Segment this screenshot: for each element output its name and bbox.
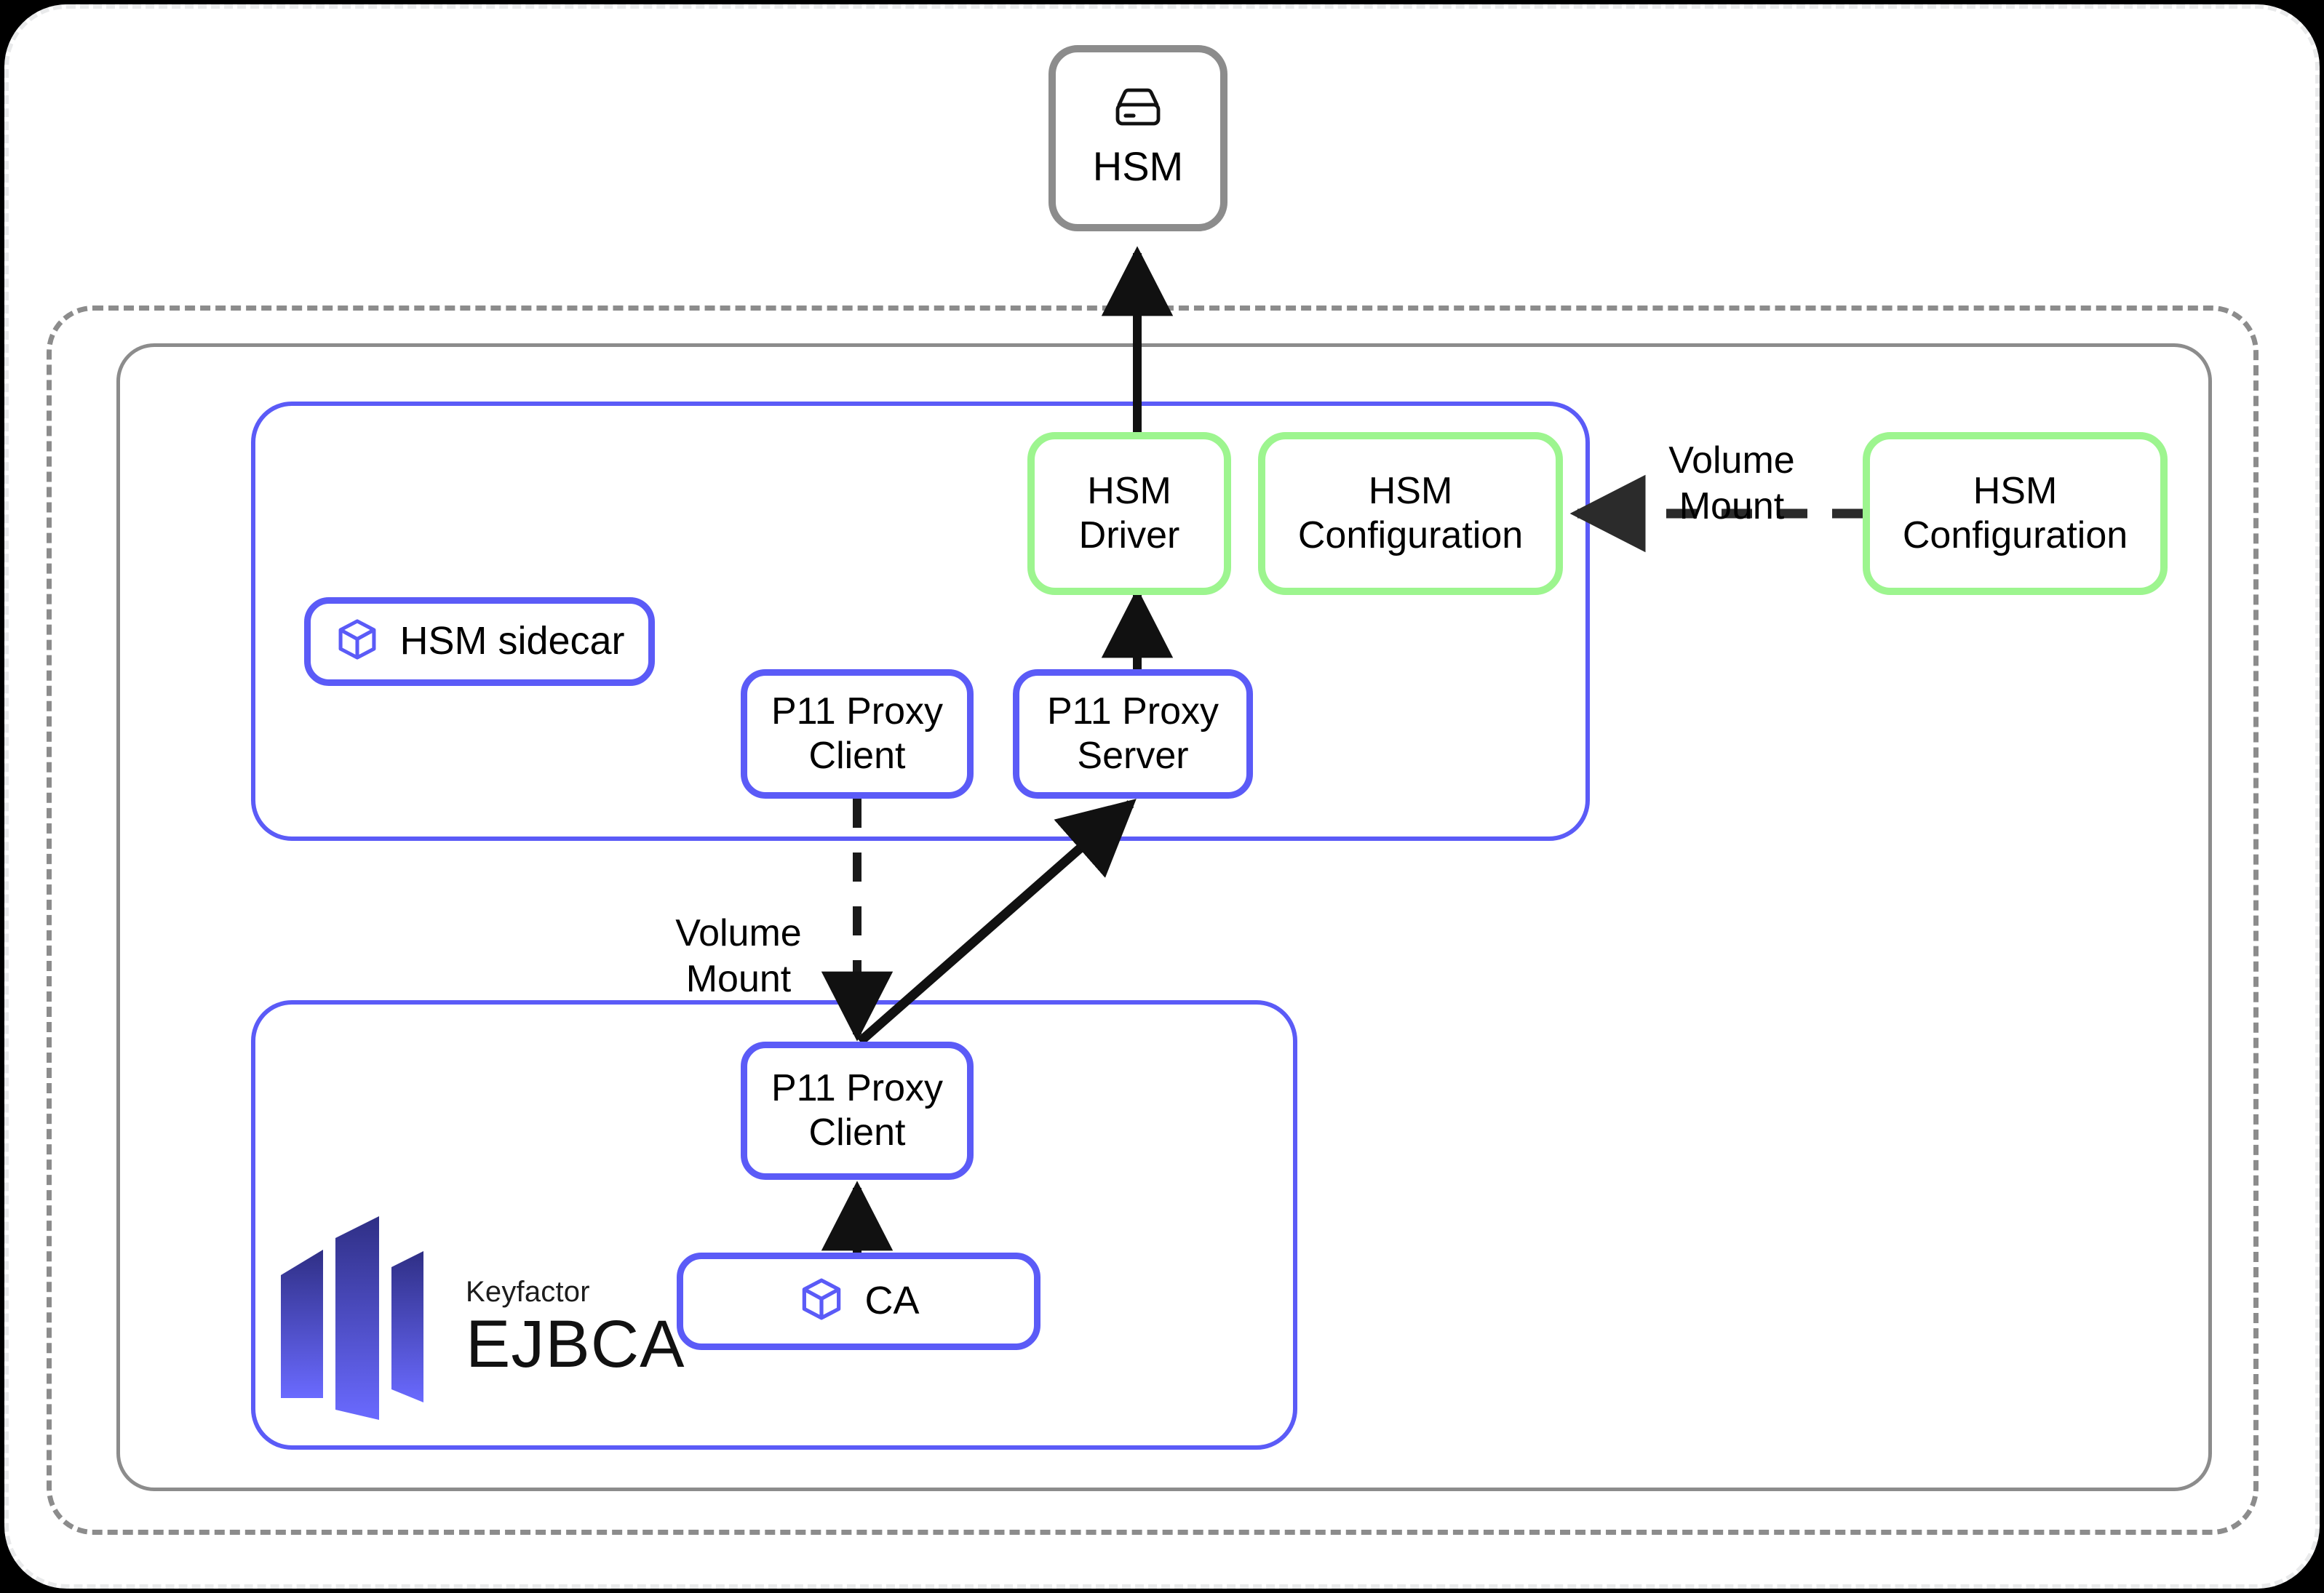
p11-proxy-client-sidecar-label: P11 Proxy Client — [771, 690, 944, 777]
ca-box[interactable]: CA — [677, 1253, 1040, 1350]
volume-mount-label-right: Volume Mount — [1623, 393, 1841, 529]
ejbca-logo: Keyfactor EJBCA — [266, 1229, 717, 1426]
p11-proxy-server-label: P11 Proxy Server — [1046, 690, 1219, 777]
cube-icon — [334, 616, 381, 667]
pod-ejbca — [251, 1000, 1297, 1450]
volume-mount-label-left: Volume Mount — [648, 866, 829, 1002]
hsm-driver-label: HSM Driver — [1078, 469, 1180, 556]
ejbca-brand-label: Keyfactor — [466, 1276, 590, 1308]
hard-drive-icon — [1112, 86, 1164, 135]
hsm-box-label: HSM — [1092, 143, 1184, 189]
p11-proxy-server-box[interactable]: P11 Proxy Server — [1013, 669, 1253, 799]
hsm-box[interactable]: HSM — [1048, 45, 1227, 231]
node-boundary — [116, 343, 2212, 1491]
volume-mount-left-text: Volume Mount — [675, 912, 802, 1000]
p11-proxy-client-sidecar-box[interactable]: P11 Proxy Client — [741, 669, 974, 799]
hsm-configuration-box-external[interactable]: HSM Configuration — [1863, 432, 2168, 595]
cube-icon — [797, 1275, 845, 1328]
hsm-configuration-external-label: HSM Configuration — [1902, 469, 2128, 556]
hsm-configuration-box-pod[interactable]: HSM Configuration — [1258, 432, 1563, 595]
hsm-configuration-pod-label: HSM Configuration — [1297, 469, 1524, 556]
p11-proxy-client-ejbca-label: P11 Proxy Client — [771, 1066, 944, 1154]
volume-mount-right-text: Volume Mount — [1668, 439, 1795, 527]
p11-proxy-client-ejbca-box[interactable]: P11 Proxy Client — [741, 1042, 974, 1180]
ejbca-product-label: EJBCA — [466, 1307, 685, 1381]
ca-box-label: CA — [864, 1279, 920, 1323]
hsm-driver-box[interactable]: HSM Driver — [1027, 432, 1231, 595]
hsm-sidecar-chip[interactable]: HSM sidecar — [304, 597, 655, 686]
hsm-sidecar-chip-label: HSM sidecar — [399, 619, 625, 663]
